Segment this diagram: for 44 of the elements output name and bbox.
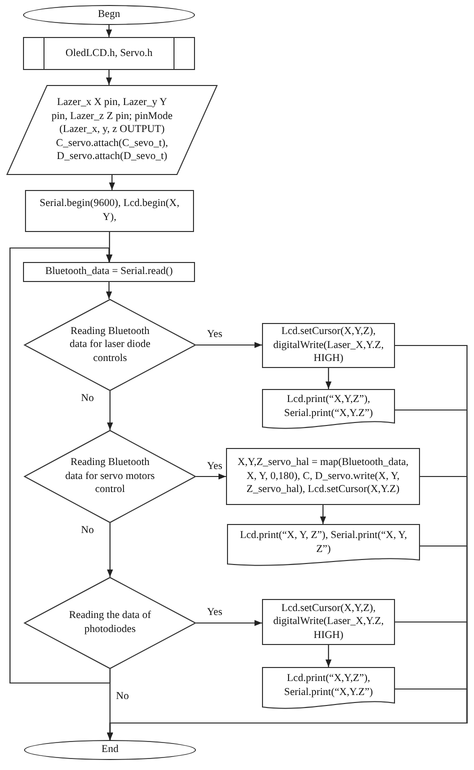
- arrow: [196, 620, 262, 626]
- node-text: Reading Bluetooth data for laser diode controls: [68, 324, 152, 366]
- document-shape: [262, 389, 395, 431]
- process-box: [226, 448, 420, 505]
- edge-label: Yes: [206, 460, 224, 472]
- node-text: Bluetooth_data = Serial.read(): [45, 265, 173, 279]
- node-text: Lcd.print(“X,Y,Z”), Serial.print(“X,Y.Z”): [283, 392, 374, 420]
- document-shape: [227, 524, 420, 568]
- decision-diamond: [24, 430, 196, 523]
- document-shape: [262, 667, 395, 711]
- arrow: [196, 342, 262, 348]
- decision-diamond: [24, 577, 196, 669]
- node-text: Lcd.setCursor(X,Y,Z), digitalWrite(Laser_X,Y.Z, HIGH): [272, 602, 385, 642]
- decision-diamond: [24, 299, 196, 391]
- arrow: [106, 688, 468, 740]
- arrow: [106, 391, 114, 430]
- arrow: [106, 282, 112, 299]
- node-text: X,Y,Z_servo_hal = map(Bluetooth_data, X, Y, 0,180), C, D_servo.write(X, Y, Z_servo_hal), Lcd.setCursor(X,Y.Z): [236, 456, 410, 497]
- arrow: [106, 232, 113, 262]
- node-text: Reading the data of photodiodes: [68, 609, 152, 637]
- node-text: Lcd.setCursor(X,Y,Z), digitalWrite(Laser_X,Y.Z, HIGH): [272, 325, 385, 366]
- arrow: [106, 70, 112, 85]
- process-box: [25, 190, 194, 232]
- node-text: Lcd.print(“X,Y,Z”), Serial.print(“X,Y.Z”): [283, 672, 374, 700]
- node-text: OledLCD.h, Servo.h: [66, 46, 152, 60]
- node-text: Lazer_x X pin, Lazer_y Y pin, Lazer_z Z pin; pinMode (Lazer_x, y, z OUTPUT) C_servo.attach(C_sevo_t), D_servo.attach(D_sevo_t): [50, 96, 174, 164]
- arrow: [320, 505, 326, 524]
- input-output-parallelogram: [7, 85, 217, 175]
- arrow: [325, 368, 332, 389]
- arrow: [106, 523, 114, 577]
- process-box: [23, 262, 195, 282]
- predefined-process-box: [23, 37, 195, 70]
- arrow: [9, 247, 112, 684]
- node-text: Lcd.print(“X, Y, Z”), Serial.print(“X, Y, Z”): [238, 528, 408, 556]
- node-text: End: [102, 743, 118, 757]
- node-text: Serial.begin(9600), Lcd.begin(X, Y),: [38, 197, 180, 225]
- arrow: [196, 473, 226, 480]
- arrow: [108, 175, 116, 190]
- node-text: Reading Bluetooth data for servo motors control: [64, 456, 156, 497]
- process-box: [262, 323, 395, 368]
- process-box: [262, 599, 395, 645]
- node-text: Begn: [98, 8, 120, 22]
- arrow: [106, 25, 112, 37]
- arrow: [325, 645, 332, 667]
